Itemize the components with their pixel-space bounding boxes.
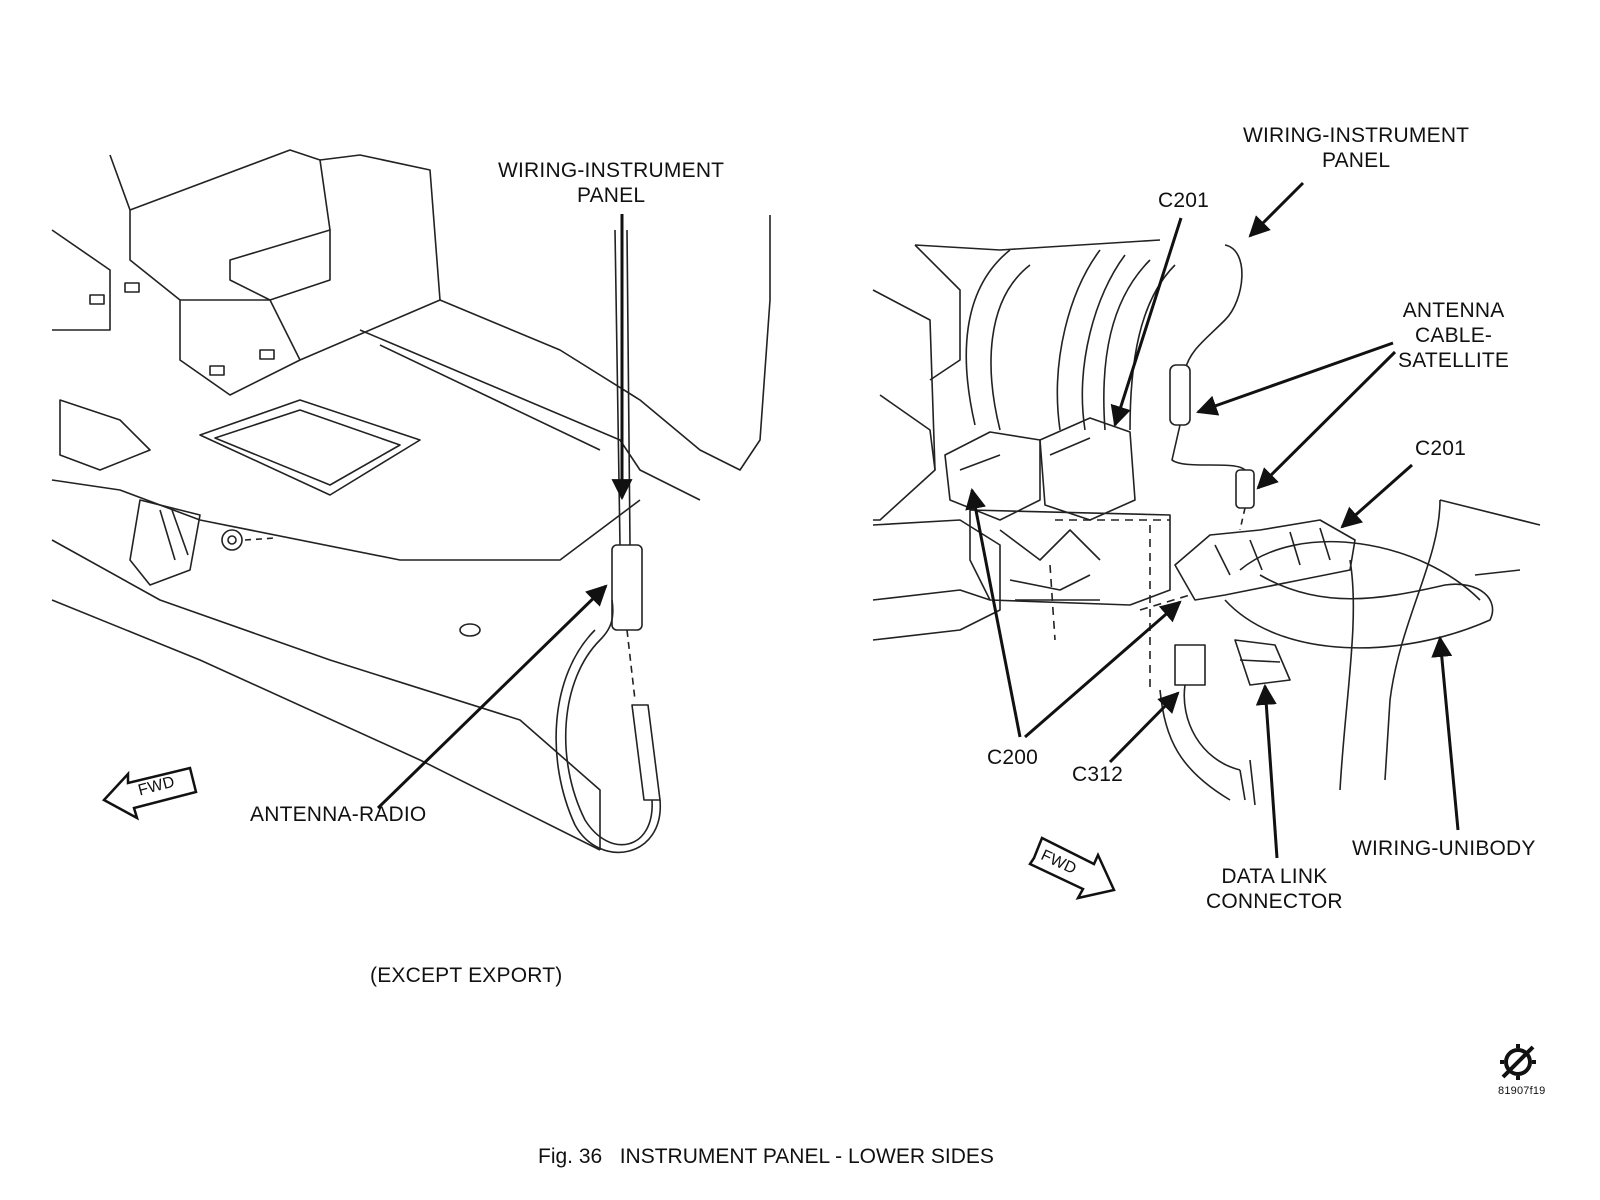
c201-top-label: C201: [1158, 189, 1210, 212]
except-export-note: (EXCEPT EXPORT): [370, 964, 563, 987]
gear-symbol-icon: [1500, 1044, 1536, 1080]
antenna-radio-label: ANTENNA-RADIO: [250, 803, 427, 826]
c201-right-label: C201: [1415, 437, 1467, 460]
left-view-drawing: [51, 149, 771, 854]
c312-label: C312: [1072, 763, 1124, 786]
left-wiring-instrument-panel-label: WIRING-INSTRUMENT PANEL: [498, 159, 725, 207]
right-wiring-instrument-panel-label: WIRING-INSTRUMENT PANEL: [1243, 124, 1470, 172]
right-view-drawing: [872, 239, 1541, 806]
c200-label: C200: [987, 746, 1039, 769]
figure-caption: Fig. 36 INSTRUMENT PANEL - LOWER SIDES: [538, 1145, 994, 1168]
figure-id: 81907f19: [1498, 1085, 1546, 1097]
left-leader-lines: [376, 214, 633, 810]
right-fwd-arrow-icon: [1028, 836, 1116, 900]
data-link-connector-label: DATA LINK CONNECTOR: [1206, 865, 1343, 913]
left-fwd-arrow-icon: [101, 766, 198, 821]
right-leader-lines: [965, 181, 1460, 859]
wiring-unibody-label: WIRING-UNIBODY: [1352, 837, 1536, 860]
antenna-cable-satellite-label: ANTENNA CABLE- SATELLITE: [1398, 299, 1510, 372]
